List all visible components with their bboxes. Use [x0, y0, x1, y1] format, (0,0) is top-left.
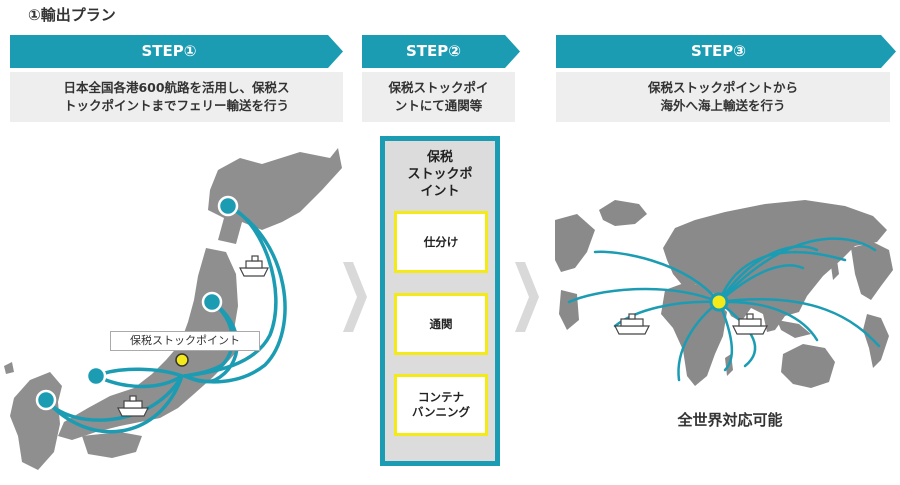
japan-map: [4, 148, 342, 470]
step-1-label: STEP①: [141, 42, 197, 60]
panel-title-line: 保税: [426, 150, 453, 165]
chevron-right-icon: [343, 262, 367, 332]
task-label: バンニング: [411, 405, 471, 419]
task-container-vanning: コンテナ バンニング: [394, 374, 488, 436]
step-2-description-line: ントにて通関等: [394, 98, 483, 113]
step-3-description: 保税ストックポイントから 海外へ海上輸送を行う: [556, 72, 890, 122]
task-label: コンテナ: [417, 390, 464, 404]
task-label: 仕分け: [423, 234, 459, 249]
world-map: [555, 200, 893, 388]
step-2-description: 保税ストックポイ ントにて通関等: [362, 72, 515, 122]
bonded-stock-point-panel: 保税 ストックポ イント 仕分け 通関 コンテナ バンニング: [380, 136, 500, 466]
task-customs: 通関: [394, 293, 488, 355]
step-3-label: STEP③: [691, 42, 746, 60]
cargo-ship-icon: [614, 313, 650, 335]
step-2-banner: STEP②: [362, 35, 520, 68]
task-sorting: 仕分け: [394, 211, 488, 273]
stock-point-label: 保税ストックポイント: [110, 331, 260, 351]
panel-title-line: イント: [420, 184, 460, 199]
panel-title: 保税 ストックポ イント: [385, 149, 495, 200]
task-label: 通関: [429, 316, 453, 331]
step-2-label: STEP②: [406, 42, 461, 60]
ferry-ship-icon: [239, 255, 269, 277]
step-3-banner: STEP③: [556, 35, 896, 68]
step-1-description-line: トックポイントまでフェリー輸送を行う: [63, 98, 289, 113]
step-3-description-line: 海外へ海上輸送を行う: [660, 98, 786, 113]
step-1-banner: STEP①: [10, 35, 343, 68]
step-3-description-line: 保税ストックポイントから: [647, 80, 798, 95]
step-1-description: 日本全国各港600航路を活用し、保税ス トックポイントまでフェリー輸送を行う: [10, 72, 343, 122]
step-2-description-line: 保税ストックポイ: [388, 80, 489, 95]
panel-title-line: ストックポ: [407, 167, 473, 182]
cargo-ship-icon: [732, 313, 768, 335]
chevron-right-icon: [515, 262, 539, 332]
ferry-ship-icon: [117, 395, 149, 417]
world-map-caption: 全世界対応可能: [677, 411, 783, 429]
page-title: ①輸出プラン: [28, 6, 116, 24]
step-1-description-line: 日本全国各港600航路を活用し、保税ス: [63, 80, 290, 95]
